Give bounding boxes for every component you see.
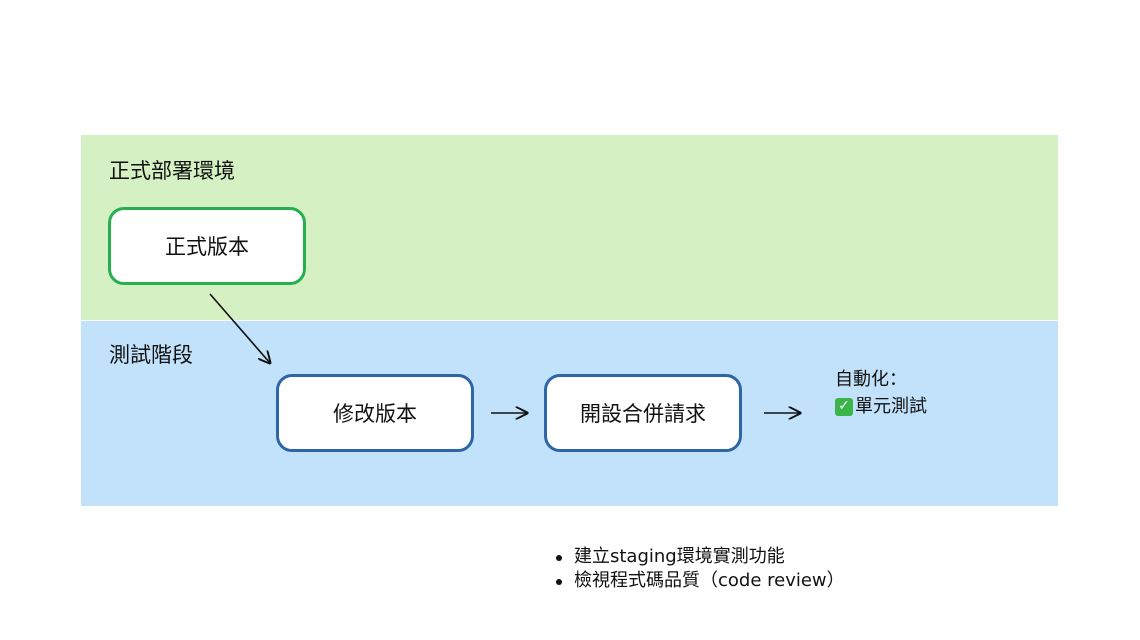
release-node-label: 正式版本 bbox=[165, 235, 249, 259]
automation-item-label: 單元測試 bbox=[855, 396, 927, 417]
merge-request-node: 開設合併請求 bbox=[544, 374, 742, 452]
production-lane-label: 正式部署環境 bbox=[109, 159, 235, 183]
automation-block: 自動化： ✓ 單元測試 bbox=[835, 366, 927, 420]
modify-node-label: 修改版本 bbox=[333, 402, 417, 426]
modify-node: 修改版本 bbox=[276, 374, 474, 452]
list-item: 檢視程式碼品質（code review） bbox=[556, 569, 845, 593]
list-item: 建立staging環境實測功能 bbox=[556, 545, 845, 569]
automation-title: 自動化： bbox=[835, 369, 907, 390]
check-mark-icon: ✓ bbox=[835, 397, 853, 416]
automation-item: ✓ 單元測試 bbox=[835, 393, 927, 420]
merge-request-node-label: 開設合併請求 bbox=[580, 402, 706, 426]
release-node: 正式版本 bbox=[108, 207, 306, 285]
notes-list: 建立staging環境實測功能 檢視程式碼品質（code review） bbox=[556, 545, 845, 593]
testing-lane-label: 測試階段 bbox=[109, 343, 193, 367]
